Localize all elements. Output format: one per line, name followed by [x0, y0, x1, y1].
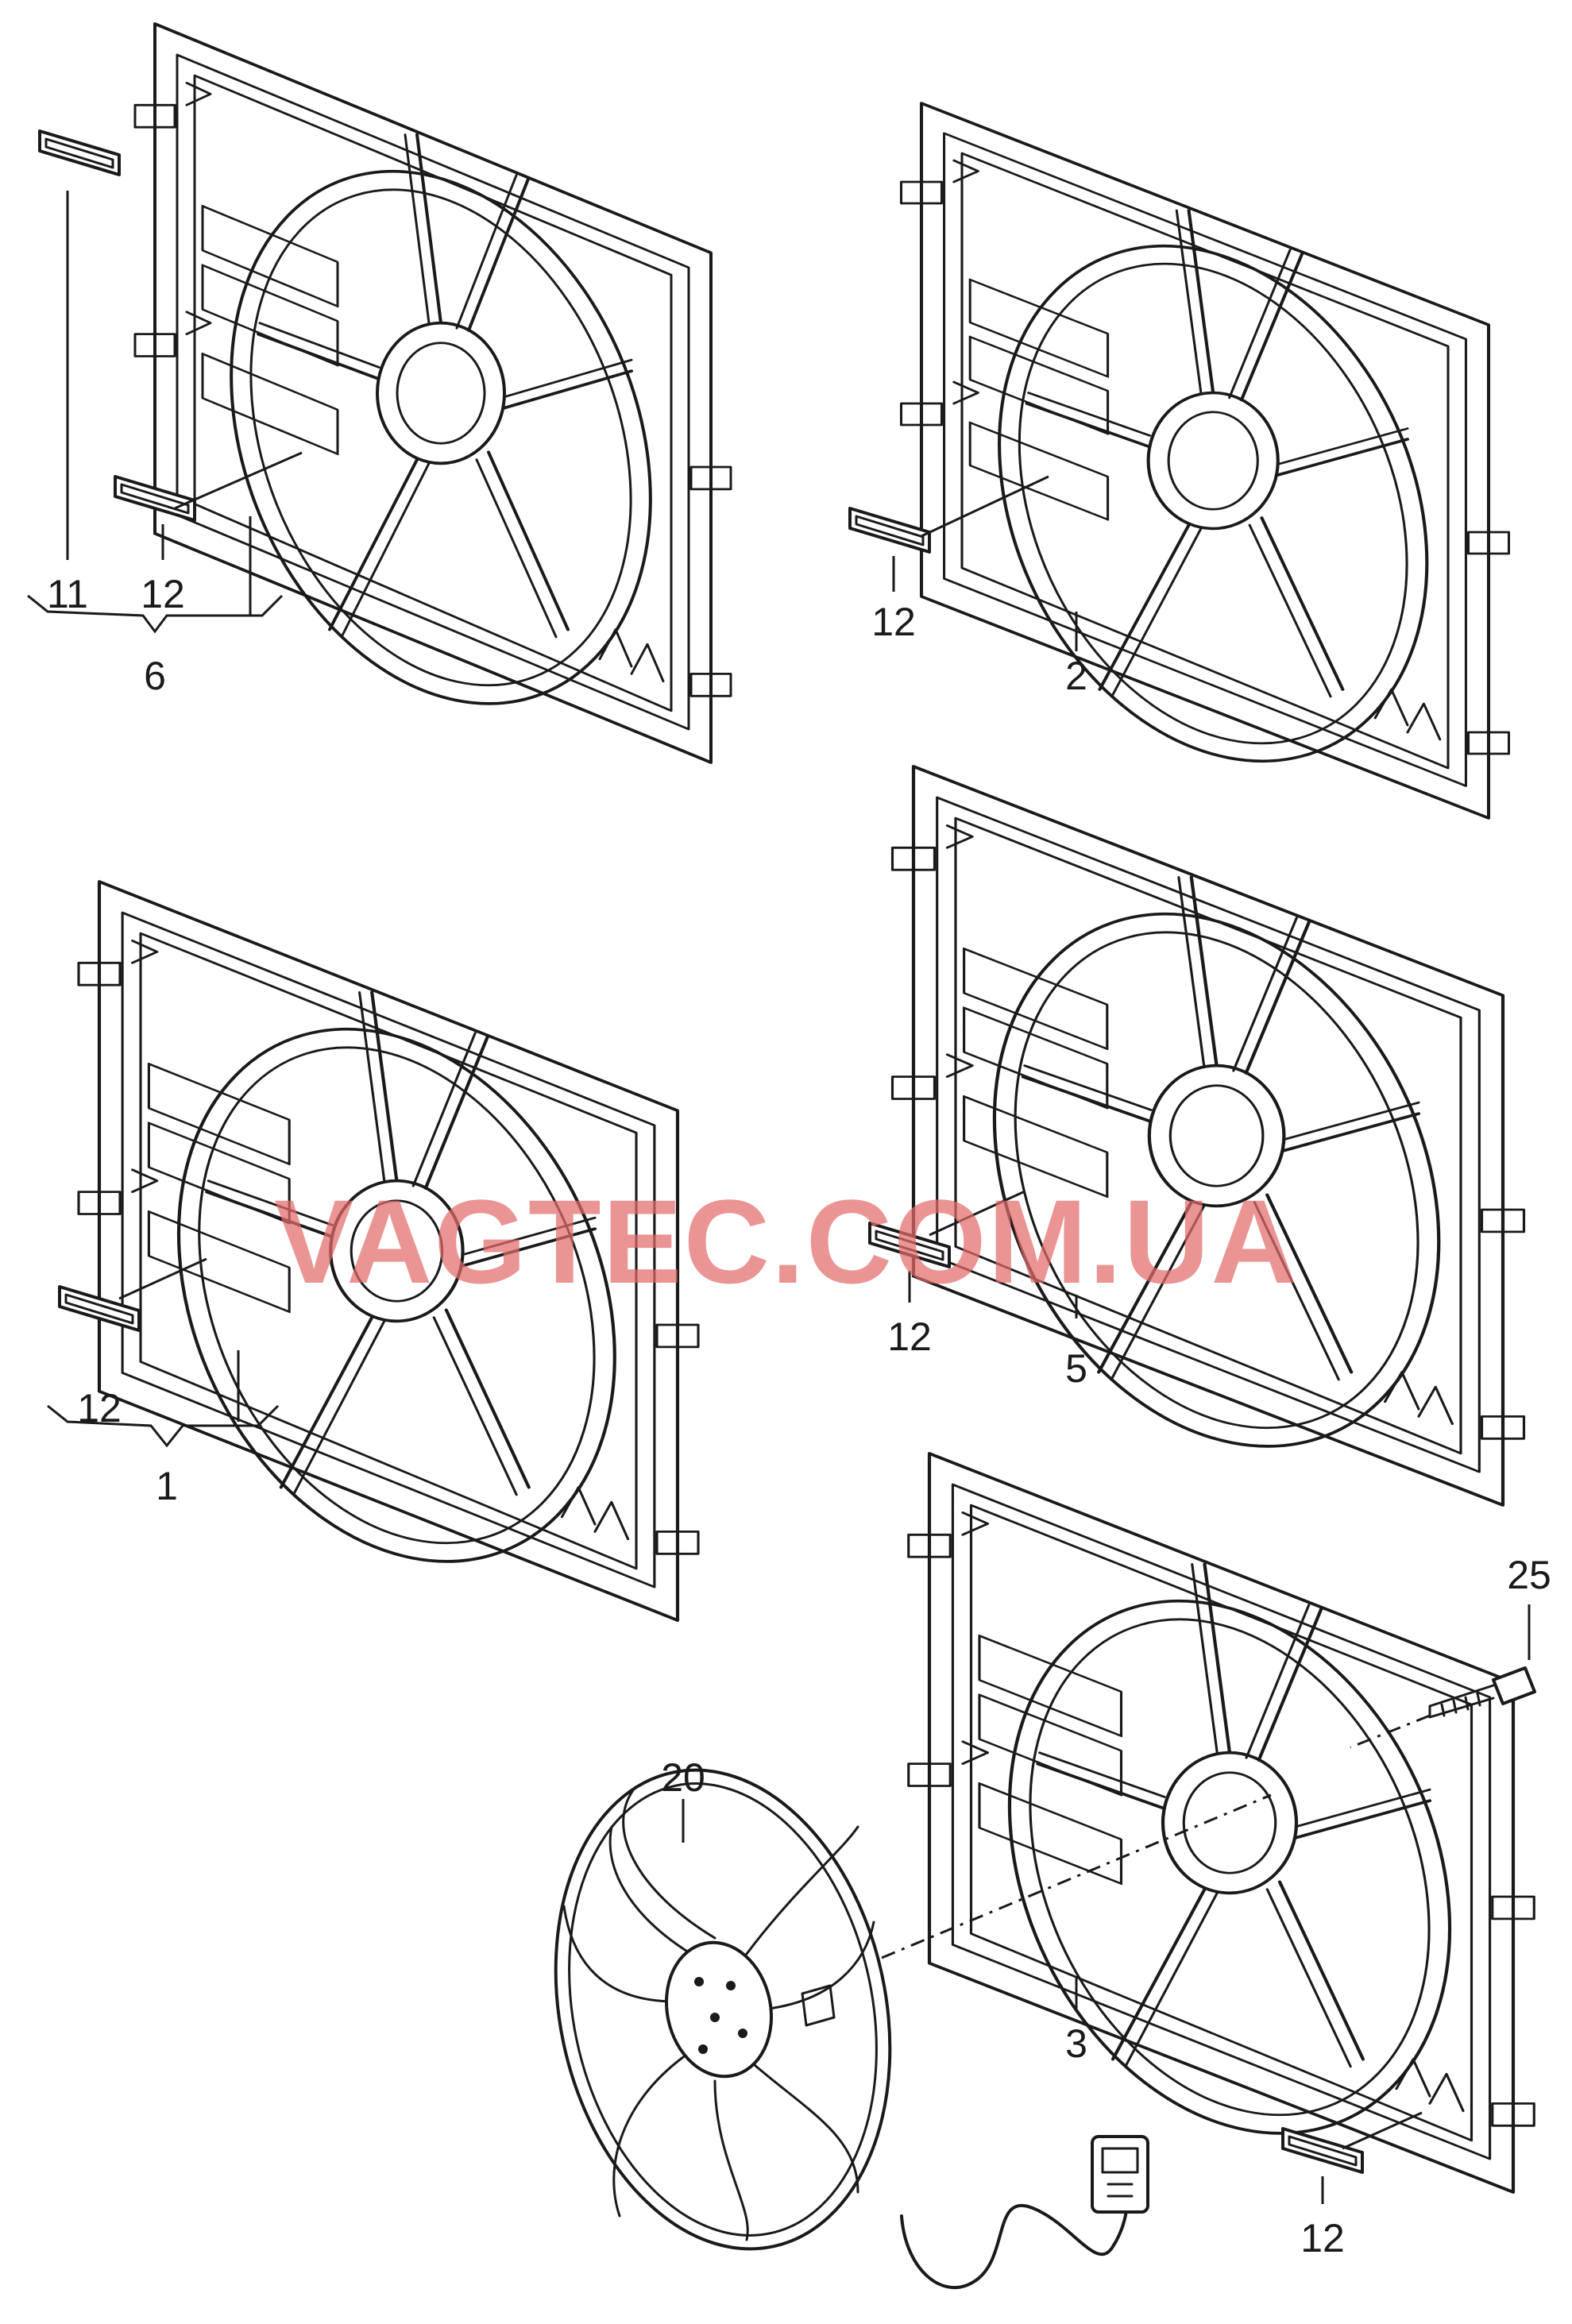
label-12-e: 12	[1300, 2216, 1345, 2260]
label-1: 1	[156, 1464, 178, 1508]
shroud-6	[133, 22, 732, 765]
label-6: 6	[144, 654, 166, 698]
label-12-d: 12	[887, 1314, 932, 1359]
clip-12-b	[848, 507, 931, 554]
label-2: 2	[1065, 654, 1087, 698]
label-11: 11	[47, 572, 88, 616]
label-25: 25	[1507, 1553, 1551, 1597]
clip-12-e	[1281, 2127, 1364, 2174]
label-12-b: 12	[871, 600, 916, 644]
fan-20	[554, 1768, 892, 2251]
label-12-c: 12	[77, 1386, 122, 1430]
screw-25	[1428, 1666, 1536, 1719]
connector	[1091, 2135, 1149, 2214]
watermark: VAGTEC.COM.UA	[274, 1175, 1299, 1308]
label-5: 5	[1065, 1346, 1087, 1391]
label-12-a: 12	[141, 572, 185, 616]
shroud-2	[902, 103, 1509, 818]
shroud-3	[909, 1453, 1535, 2192]
shroud-5	[893, 766, 1524, 1505]
clip-11	[38, 129, 121, 176]
label-20: 20	[661, 1755, 705, 1800]
label-3: 3	[1065, 2021, 1087, 2066]
fan-cable	[900, 2183, 1130, 2290]
